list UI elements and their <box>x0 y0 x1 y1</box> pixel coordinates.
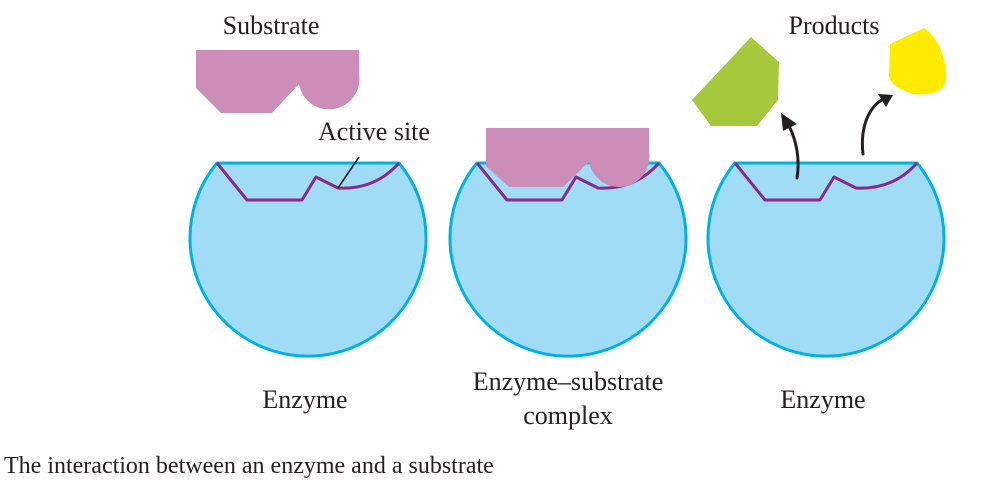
release-arrow-right <box>860 97 885 156</box>
label-products: Products <box>789 11 880 40</box>
release-arrow-right-head <box>878 94 893 107</box>
enzyme-right-active-site <box>733 162 919 202</box>
figure-caption: The interaction between an enzyme and a … <box>4 453 494 479</box>
enzyme-left-body <box>188 161 428 358</box>
label-complex-line2: complex <box>523 401 613 430</box>
product-yellow-shape <box>889 28 947 95</box>
enzyme-right-body <box>706 161 946 358</box>
product-green-shape <box>692 37 779 126</box>
label-complex-line1: Enzyme–substrate <box>473 367 664 396</box>
label-substrate: Substrate <box>223 11 320 40</box>
enzyme-middle-body <box>448 161 688 358</box>
active-site-pointer-line <box>337 156 360 189</box>
enzyme-products-group <box>692 28 947 358</box>
enzyme-free-group <box>188 50 428 358</box>
bound-substrate-shape <box>486 128 650 187</box>
release-arrow-left-head <box>781 113 797 131</box>
label-enzyme-left: Enzyme <box>262 385 347 414</box>
enzyme-left-active-site <box>215 162 401 202</box>
label-enzyme-right: Enzyme <box>780 385 865 414</box>
enzyme-substrate-complex-group <box>448 128 688 358</box>
substrate-shape <box>196 50 360 113</box>
label-active-site: Active site <box>318 117 430 146</box>
